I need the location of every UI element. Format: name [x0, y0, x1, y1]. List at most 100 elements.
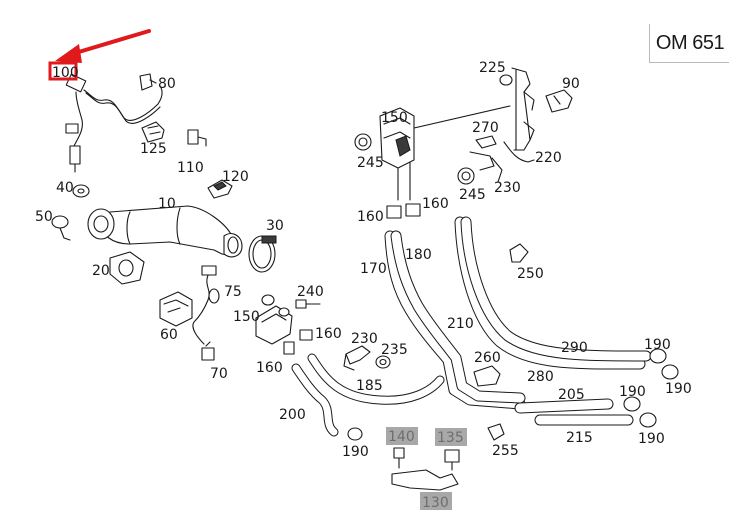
- part-190-clamp-a[interactable]: [649, 348, 667, 364]
- callout-50[interactable]: 50: [35, 209, 53, 225]
- callout-90[interactable]: 90: [562, 76, 580, 92]
- callout-120[interactable]: 120: [222, 169, 249, 185]
- callout-190-c[interactable]: 190: [619, 384, 646, 400]
- callout-150-upper[interactable]: 150: [381, 110, 408, 126]
- callout-190-e[interactable]: 190: [342, 444, 369, 460]
- callout-10[interactable]: 10: [158, 196, 176, 212]
- callout-280[interactable]: 280: [527, 369, 554, 385]
- callout-230-upper[interactable]: 230: [494, 180, 521, 196]
- callout-255[interactable]: 255: [492, 443, 519, 459]
- callout-160-a[interactable]: 160: [357, 209, 384, 225]
- part-150-egr-valve-lower[interactable]: [255, 294, 295, 355]
- callout-75[interactable]: 75: [224, 284, 242, 300]
- callout-180[interactable]: 180: [405, 247, 432, 263]
- callout-170[interactable]: 170: [360, 261, 387, 277]
- callout-185[interactable]: 185: [356, 378, 383, 394]
- part-190-clamp-d[interactable]: [639, 412, 657, 428]
- callout-160-d[interactable]: 160: [256, 360, 283, 376]
- part-160-hose-clamp-c[interactable]: [299, 329, 313, 341]
- callout-205[interactable]: 205: [558, 387, 585, 403]
- callout-130[interactable]: 130: [422, 495, 449, 511]
- callout-190-d[interactable]: 190: [638, 431, 665, 447]
- callout-20[interactable]: 20: [92, 263, 110, 279]
- part-160-hose-clamp-b[interactable]: [405, 203, 421, 217]
- part-240-bolt[interactable]: [295, 299, 321, 309]
- callout-190-a[interactable]: 190: [644, 337, 671, 353]
- callout-40[interactable]: 40: [56, 180, 74, 196]
- part-190-clamp-e[interactable]: [347, 427, 363, 441]
- part-270-clip[interactable]: [469, 135, 497, 171]
- callout-70[interactable]: 70: [210, 366, 228, 382]
- callout-160-b[interactable]: 160: [422, 196, 449, 212]
- callout-220[interactable]: 220: [535, 150, 562, 166]
- part-180-coolant-pipe[interactable]: [390, 230, 526, 404]
- callout-215[interactable]: 215: [566, 430, 593, 446]
- part-80-plug[interactable]: [139, 73, 157, 91]
- callout-190-b[interactable]: 190: [665, 381, 692, 397]
- callout-135[interactable]: 135: [437, 430, 464, 446]
- part-260-bracket[interactable]: [473, 365, 501, 387]
- part-60-pressure-sensor[interactable]: [159, 291, 193, 327]
- callout-200[interactable]: 200: [279, 407, 306, 423]
- part-245-nut-a[interactable]: [354, 133, 372, 151]
- callout-270[interactable]: 270: [472, 120, 499, 136]
- label-100-red-frame: [48, 61, 78, 81]
- part-230-bracket-upper[interactable]: [491, 157, 503, 183]
- callout-140[interactable]: 140: [388, 429, 415, 445]
- part-160-hose-clamp-a[interactable]: [386, 205, 402, 219]
- label-130-highlight: [420, 492, 452, 510]
- part-190-clamp-b[interactable]: [661, 364, 679, 380]
- part-50-stud[interactable]: [51, 215, 71, 241]
- callout-110[interactable]: 110: [177, 160, 204, 176]
- callout-225[interactable]: 225: [479, 60, 506, 76]
- part-220-bracket-arm[interactable]: [503, 141, 535, 163]
- part-10-particulate-filter[interactable]: [87, 205, 243, 258]
- part-230-bracket-lower[interactable]: [343, 345, 371, 371]
- callout-250[interactable]: 250: [517, 266, 544, 282]
- callout-290[interactable]: 290: [561, 340, 588, 356]
- label-140-highlight: [386, 427, 418, 445]
- part-30-band-clamp[interactable]: [248, 235, 277, 273]
- part-120-clamp[interactable]: [207, 179, 233, 199]
- part-250-bracket[interactable]: [509, 243, 529, 263]
- part-125-bracket[interactable]: [141, 121, 165, 143]
- part-235-nut[interactable]: [375, 355, 391, 369]
- callout-150-lower[interactable]: 150: [233, 309, 260, 325]
- part-130-bracket[interactable]: [391, 469, 459, 491]
- part-110-sensor[interactable]: [187, 129, 207, 147]
- part-20-gasket[interactable]: [109, 251, 145, 285]
- part-210-coolant-pipe[interactable]: [454, 216, 646, 370]
- part-200-coolant-hose[interactable]: [291, 353, 445, 437]
- part-140-bolt[interactable]: [393, 447, 405, 469]
- callout-210[interactable]: 210: [447, 316, 474, 332]
- callout-60[interactable]: 60: [160, 327, 178, 343]
- part-225-support-bracket[interactable]: [499, 67, 535, 151]
- part-100-exhaust-gas-sensor[interactable]: [65, 73, 163, 173]
- part-255-fitting[interactable]: [487, 423, 505, 441]
- part-205-hose[interactable]: [514, 398, 614, 414]
- engine-code-label: OM 651: [655, 32, 725, 54]
- part-170-coolant-pipe[interactable]: [384, 230, 526, 410]
- part-90-holder[interactable]: [545, 89, 573, 113]
- part-40-washer[interactable]: [72, 184, 90, 198]
- part-290-coolant-pipe[interactable]: [460, 216, 652, 362]
- callout-260[interactable]: 260: [474, 350, 501, 366]
- callout-230-lower[interactable]: 230: [351, 331, 378, 347]
- part-190-clamp-c[interactable]: [623, 396, 641, 412]
- callout-160-c[interactable]: 160: [315, 326, 342, 342]
- part-135-sensor[interactable]: [444, 449, 460, 471]
- part-70-connector[interactable]: [201, 341, 215, 361]
- callout-245-left[interactable]: 245: [357, 155, 384, 171]
- part-150-egr-valve-upper[interactable]: [379, 105, 511, 201]
- callout-125[interactable]: 125: [140, 141, 167, 157]
- callout-100[interactable]: 100: [52, 65, 79, 81]
- callout-80[interactable]: 80: [158, 76, 176, 92]
- callout-30[interactable]: 30: [266, 218, 284, 234]
- callout-235[interactable]: 235: [381, 342, 408, 358]
- part-75-temperature-sensor[interactable]: [192, 265, 220, 345]
- callout-240[interactable]: 240: [297, 284, 324, 300]
- callout-245-right[interactable]: 245: [459, 187, 486, 203]
- part-245-nut-b[interactable]: [457, 167, 475, 185]
- engine-code-box: OM 651: [649, 24, 729, 63]
